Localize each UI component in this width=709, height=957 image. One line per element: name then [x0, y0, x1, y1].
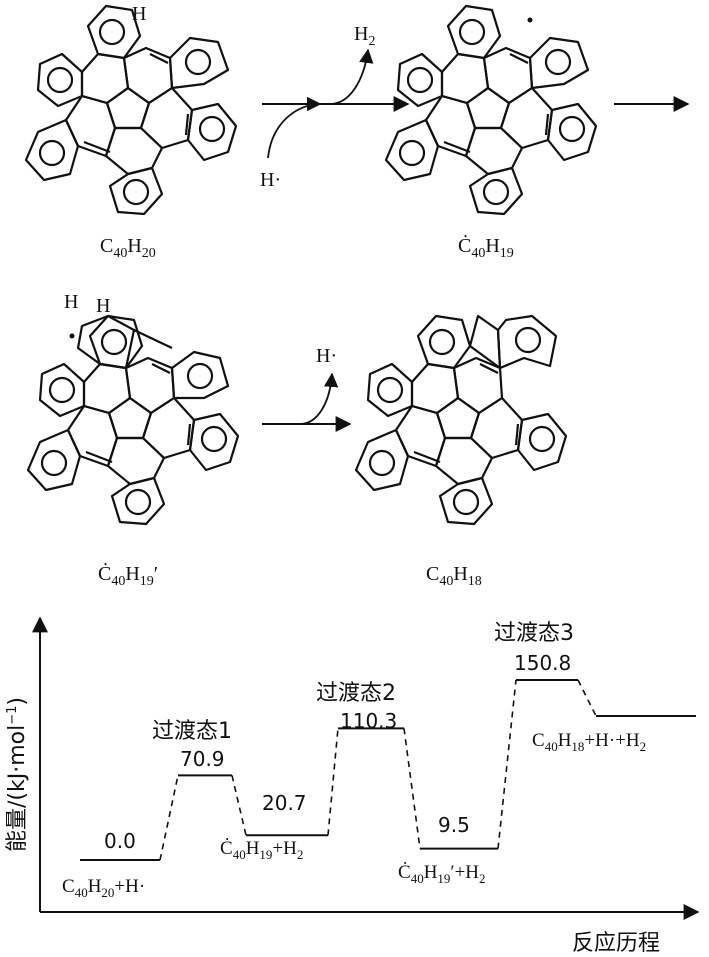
product-h2: H2 — [354, 23, 375, 49]
ts1-label: 过渡态1 — [152, 719, 232, 744]
atom-h-label: H — [132, 3, 146, 25]
energy-value-initial: 0.0 — [104, 829, 136, 853]
species-initial: C40H20+H· — [62, 876, 145, 900]
energy-diagram: 能量/(kJ·mol−1) 反应历程 0.0 70.9 20.7 110.3 9… — [5, 616, 700, 956]
molecule-c40h18 — [354, 314, 568, 526]
ts3-label: 过渡态3 — [494, 621, 574, 646]
species-int2: Ċ40H19′+H2 — [398, 862, 486, 886]
energy-value-ts1: 70.9 — [180, 747, 225, 771]
arrow-step3: H· — [262, 345, 352, 432]
species-final: C40H18+H·+H2 — [532, 730, 646, 754]
energy-connector-ts2 — [403, 728, 421, 849]
molecule-c40h20: H — [24, 3, 238, 216]
energy-connector-ts1 — [231, 775, 247, 836]
product-h-radical: H· — [316, 345, 337, 367]
label-c40h19-prime: Ċ40H19′ — [98, 562, 158, 589]
energy-value-ts3: 150.8 — [514, 651, 571, 675]
energy-connector-ts3 — [577, 679, 597, 717]
radical-dot — [69, 333, 75, 339]
energy-connector-int2 — [497, 679, 517, 849]
reactant-h-radical: H· — [260, 169, 281, 191]
molecule-c40h19-prime-radical: H H — [26, 291, 240, 526]
atom-h-left-label: H — [64, 291, 78, 313]
energy-value-int1: 20.7 — [262, 791, 307, 815]
label-c40h20: C40H20 — [100, 235, 156, 261]
radical-dot — [527, 17, 533, 23]
label-c40h19: Ċ40H19 — [458, 234, 514, 261]
energy-connector-initial — [159, 775, 179, 861]
energy-connector-int1 — [327, 728, 339, 836]
atom-h-right-label: H — [96, 295, 110, 317]
ts2-label: 过渡态2 — [316, 681, 396, 706]
x-axis-label: 反应历程 — [572, 931, 660, 956]
y-axis-label: 能量/(kJ·mol−1) — [5, 697, 30, 852]
energy-value-ts2: 110.3 — [340, 709, 397, 733]
molecule-c40h19-radical — [384, 4, 598, 216]
arrow-step1: H· H2 — [260, 23, 410, 191]
label-c40h18: C40H18 — [426, 563, 482, 589]
species-int1: Ċ40H19+H2 — [220, 838, 303, 862]
energy-value-int2: 9.5 — [438, 813, 470, 837]
